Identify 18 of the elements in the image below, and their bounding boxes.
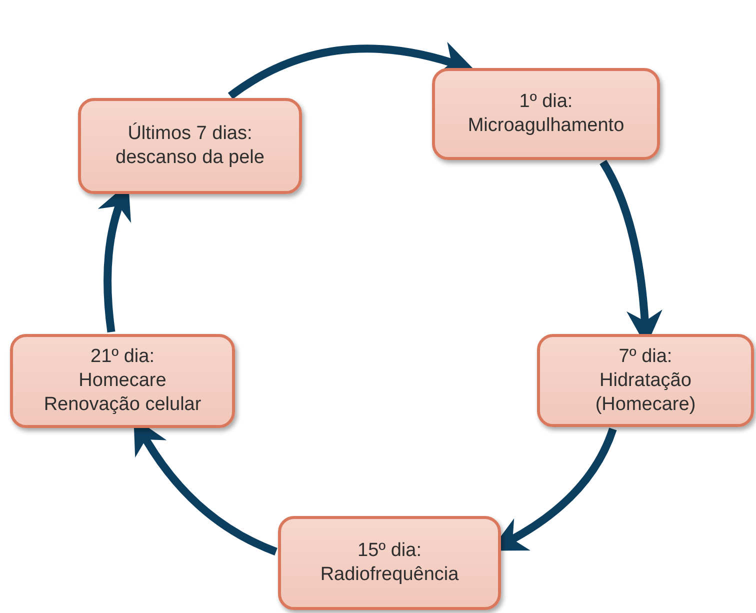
step-text: Renovação celular xyxy=(44,393,202,417)
step-box xyxy=(78,98,302,194)
step-text: Hidratação xyxy=(600,368,692,392)
step-box xyxy=(432,68,660,160)
step-box xyxy=(278,516,501,610)
step-day: 21º dia: xyxy=(90,345,154,369)
step-text: (Homecare) xyxy=(595,392,696,416)
step-box xyxy=(10,334,235,428)
step-day: 7º dia: xyxy=(618,344,672,368)
step-text: Microagulhamento xyxy=(468,114,624,138)
step-day: Últimos 7 dias: xyxy=(128,122,252,146)
step-day: 1º dia: xyxy=(519,90,573,114)
step-day: 15º dia: xyxy=(358,539,422,563)
step-text: descanso da pele xyxy=(116,146,264,170)
curved-arrow xyxy=(228,42,476,100)
step-box xyxy=(537,334,754,427)
step-text: Homecare xyxy=(78,369,166,393)
step-text: Radiofrequência xyxy=(320,563,459,587)
